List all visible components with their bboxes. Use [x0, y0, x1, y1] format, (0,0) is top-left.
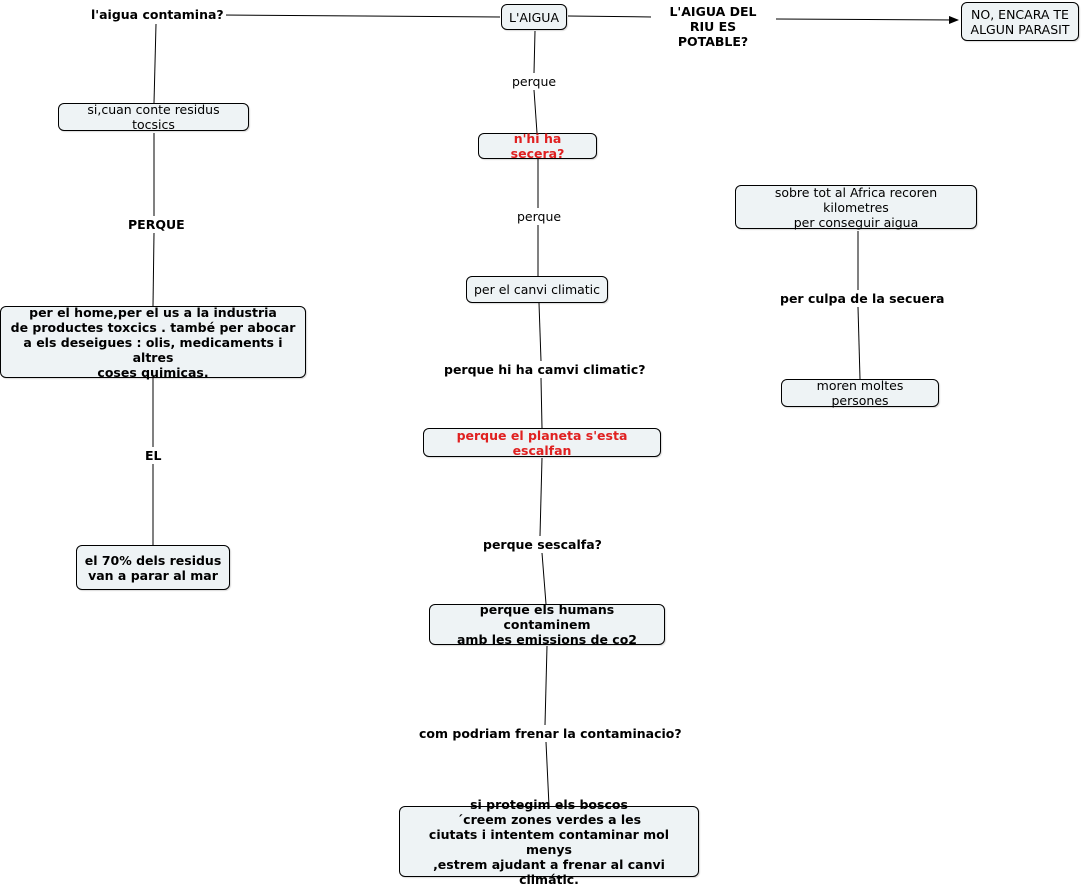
- link-line: [544, 645, 548, 726]
- node-perque-els-humans[interactable]: perque els humans contaminem amb les emi…: [429, 602, 665, 647]
- link-line: [153, 23, 157, 104]
- label-perque-caps: PERQUE: [126, 217, 187, 232]
- label-perque-2: perque: [515, 209, 564, 224]
- link-line: [541, 552, 547, 605]
- node-sobre-tot-al-africa[interactable]: sobre tot al Africa recoren kilometres p…: [735, 185, 977, 230]
- link-line: [545, 741, 550, 807]
- label-perque-hi-ha-camvi: perque hi ha camvi climatic?: [442, 362, 648, 377]
- link-line: [221, 14, 501, 18]
- label-perque-sescalfa: perque sescalfa?: [481, 537, 604, 552]
- link-line: [775, 15, 959, 24]
- node-per-el-canvi-climatic[interactable]: per el canvi climatic: [466, 276, 608, 303]
- node-no-encara-te-algun-parasit[interactable]: NO, ENCARA TE ALGUN PARASIT: [961, 2, 1079, 41]
- node-el-70-dels-residus[interactable]: el 70% dels residus van a parar al mar: [76, 545, 230, 590]
- label-per-culpa-de-la-secuera: per culpa de la secuera: [778, 291, 947, 306]
- link-line: [567, 15, 653, 18]
- link-line: [539, 457, 543, 537]
- link-line: [533, 89, 538, 134]
- link-line: [152, 232, 155, 307]
- link-line: [538, 302, 542, 362]
- node-si-protegim-els-boscos[interactable]: si protegim els boscos ´creem zones verd…: [399, 797, 699, 887]
- node-per-el-home[interactable]: per el home,per el us a la industria de …: [0, 305, 306, 380]
- link-line: [533, 30, 536, 74]
- label-perque-1: perque: [510, 74, 559, 89]
- node-si-cuan-conte-residus[interactable]: si,cuan conte residus tocsics: [58, 102, 249, 132]
- node-perque-el-planeta[interactable]: perque el planeta s'esta escalfan: [423, 428, 661, 458]
- label-aigua-contamina: l'aigua contamina?: [89, 7, 226, 22]
- label-el: EL: [143, 448, 164, 463]
- label-aigua-del-riu: L'AIGUA DEL RIU ES POTABLE?: [651, 4, 775, 49]
- label-com-podriam-frenar: com podriam frenar la contaminacio?: [417, 726, 684, 741]
- node-laigua[interactable]: L'AIGUA: [501, 4, 567, 30]
- node-moren-moltes-persones[interactable]: moren moltes persones: [781, 378, 939, 408]
- link-line: [857, 306, 861, 380]
- node-nhi-ha-secera[interactable]: n'hi ha secera?: [478, 131, 597, 161]
- link-line: [540, 377, 543, 429]
